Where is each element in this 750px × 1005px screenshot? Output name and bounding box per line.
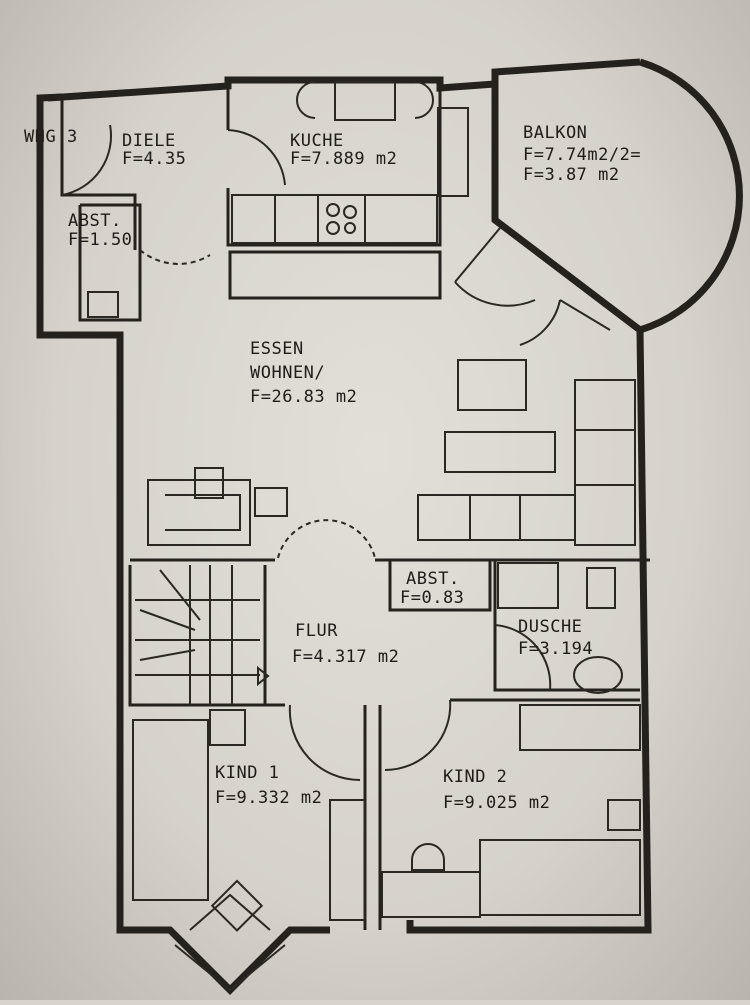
room-name-essen: ESSEN: [250, 339, 304, 359]
bed-icon-2: [479, 839, 641, 916]
coffee-table-icon: [444, 431, 556, 473]
room-area-kueche: F=7.889 m2: [290, 149, 397, 169]
room-name-abst1: ABST.: [68, 211, 122, 231]
room-area-dusche: F=3.194: [518, 639, 593, 659]
room-area-flur: F=4.317 m2: [292, 647, 399, 667]
bed-icon: [132, 719, 209, 901]
armchair-icon: [457, 359, 527, 411]
room-area-abst1: F=1.50: [68, 230, 132, 250]
room-area-kind1: F=9.332 m2: [215, 788, 322, 808]
toilet-icon: [586, 567, 616, 609]
room-area-kind2: F=9.025 m2: [443, 793, 550, 813]
kitchen-fixtures: [231, 81, 469, 244]
doors: [61, 124, 552, 782]
room-name-kueche: KUCHE: [290, 131, 344, 151]
sink-icon: [437, 107, 469, 197]
room-area-diele: F=4.35: [122, 149, 186, 169]
living-furniture: [87, 291, 636, 546]
room-name-kind1: KIND 1: [215, 763, 279, 783]
room-name-balkon: BALKON: [523, 123, 587, 143]
bathroom-fixtures: [497, 562, 623, 694]
room-area-balkon: F=3.87 m2: [523, 165, 620, 185]
interior-walls: [60, 86, 650, 930]
dining-table-icon: [334, 81, 396, 121]
room-name-abst2: ABST.: [406, 569, 460, 589]
boiler-icon: [87, 291, 119, 318]
balcony-door: [454, 227, 611, 346]
room-name-flur: FLUR: [295, 621, 338, 641]
room-name-wohnen: WOHNEN/: [250, 363, 325, 383]
bedroom-furniture: [132, 704, 641, 992]
shower-tray-icon: [497, 562, 559, 609]
room-name-kind2: KIND 2: [443, 767, 507, 787]
room-area-full-balkon: F=7.74m2/2=: [523, 145, 641, 165]
room-name-diele: DIELE: [122, 131, 176, 151]
room-area-wohnen: F=26.83 m2: [250, 387, 357, 407]
staircase: [135, 565, 270, 705]
washbasin-icon: [573, 656, 623, 694]
outer-walls: [36, 58, 743, 995]
unit-label: WHG 3: [24, 127, 78, 147]
room-name-dusche: DUSCHE: [518, 617, 582, 637]
wardrobe-icon: [329, 799, 366, 921]
room-area-abst2: F=0.83: [400, 588, 464, 608]
